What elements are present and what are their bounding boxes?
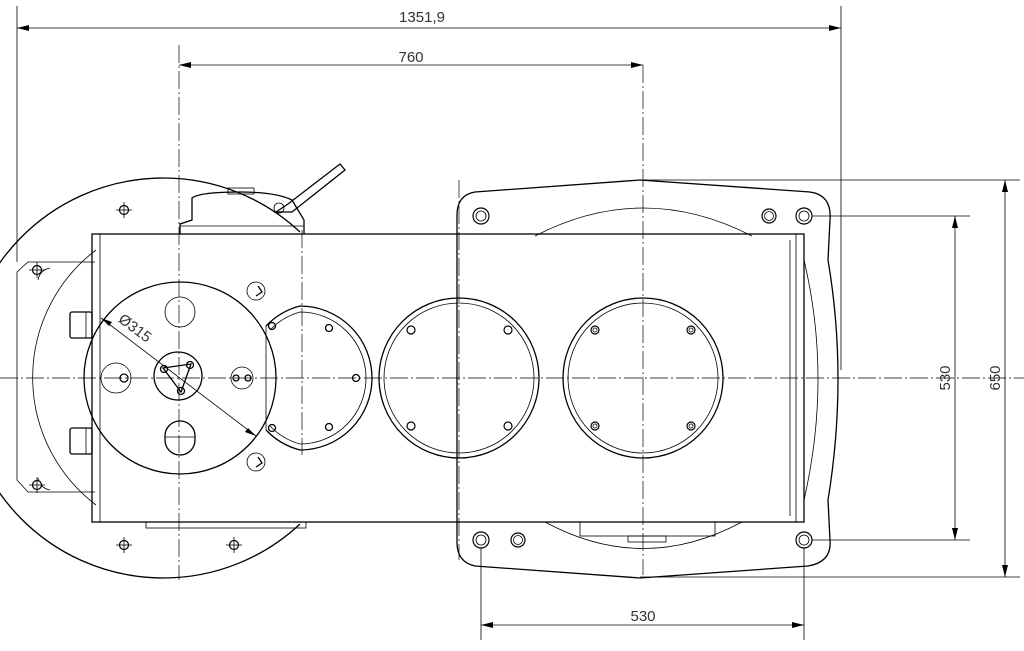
left-flange-bolts — [29, 202, 242, 553]
middle-cover — [378, 297, 540, 459]
dimension-vertical-bolts: 530 — [812, 215, 970, 541]
left-flange — [0, 177, 301, 579]
dimension-flange-diameter: Ø315 — [100, 311, 257, 437]
right-flange — [456, 179, 839, 579]
dimension-center-distance: 760 — [179, 49, 643, 68]
dimension-overall-height: 650 — [640, 179, 1020, 578]
right-flange-bolts — [472, 207, 813, 549]
dim-text-vertical-bolts: 530 — [937, 365, 954, 390]
top-cap — [179, 163, 346, 234]
output-cover — [562, 297, 724, 459]
input-cover — [83, 281, 277, 475]
side-clamps — [69, 311, 93, 455]
dim-text-overall-height: 650 — [987, 365, 1004, 390]
dim-text-center-distance: 760 — [398, 49, 423, 66]
dimension-bottom-bolts: 530 — [480, 548, 805, 640]
dimension-overall-length: 1351,9 — [16, 6, 842, 370]
intermediate-cover — [265, 305, 373, 451]
dim-text-bottom-bolts: 530 — [630, 608, 655, 625]
dim-text-overall-length: 1351,9 — [399, 9, 445, 26]
dim-text-flange-diameter: Ø315 — [115, 311, 155, 347]
center-lines — [0, 45, 1024, 580]
gearbox-housing — [91, 233, 805, 543]
